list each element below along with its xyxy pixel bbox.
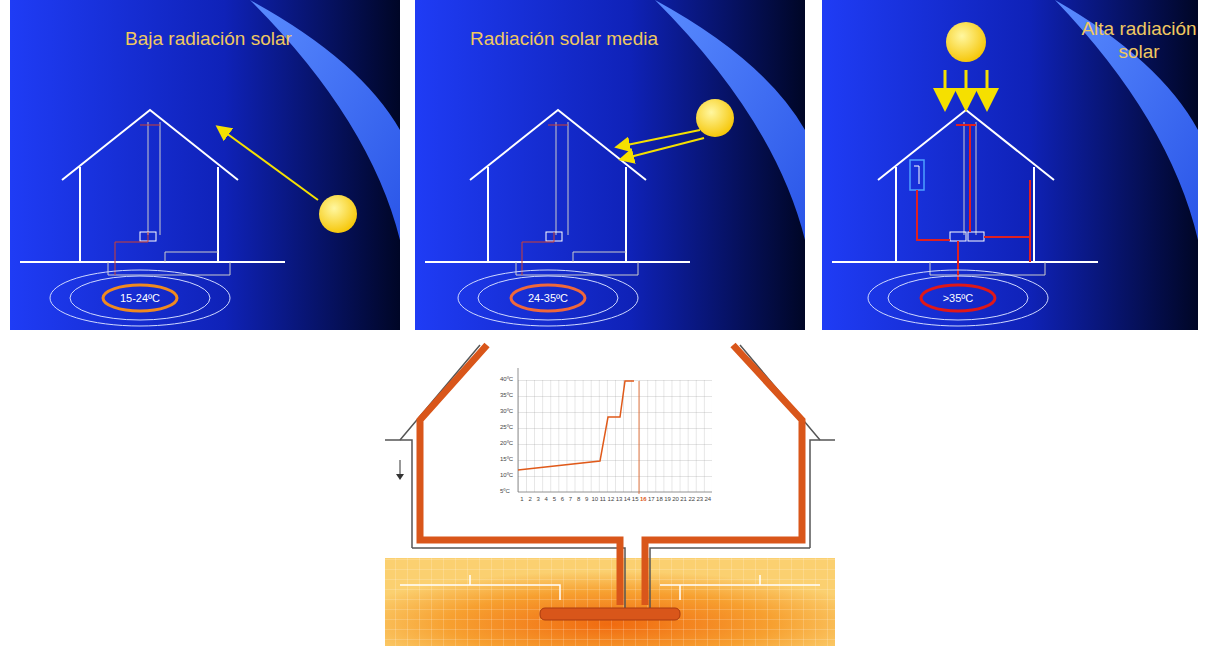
hour-number: 18 <box>656 496 663 503</box>
hour-number: 8 <box>577 496 580 503</box>
axis-value: 10ºC <box>500 472 513 479</box>
hour-number: 24 <box>705 496 712 503</box>
hour-number: 17 <box>648 496 655 503</box>
hour-number: 4 <box>545 496 548 503</box>
hour-number: 16 <box>640 496 647 503</box>
hour-number: 10 <box>591 496 598 503</box>
hour-number: 12 <box>608 496 615 503</box>
axis-value: 35ºC <box>500 392 513 399</box>
hour-number: 2 <box>528 496 531 503</box>
temperature-label: 24-35ºC <box>509 283 587 313</box>
hour-number: 5 <box>553 496 556 503</box>
axis-value: 20ºC <box>500 440 513 447</box>
axis-value: 15ºC <box>500 456 513 463</box>
hour-number: 20 <box>672 496 679 503</box>
hour-number: 3 <box>537 496 540 503</box>
hour-number: 11 <box>600 496 606 503</box>
hour-number: 21 <box>680 496 687 503</box>
axis-value: 5ºC <box>500 488 510 495</box>
axis-value: 30ºC <box>500 408 513 415</box>
hour-number: 19 <box>664 496 671 503</box>
hour-number: 13 <box>616 496 623 503</box>
temperature-ring: >35ºC <box>919 283 997 313</box>
hour-number: 7 <box>569 496 572 503</box>
hour-number: 22 <box>688 496 695 503</box>
panel-title: Radiación solar media <box>470 28 658 51</box>
axis-value: 40ºC <box>500 376 513 383</box>
temperature-ring: 15-24ºC <box>101 283 179 313</box>
temperature-ring: 24-35ºC <box>509 283 587 313</box>
hour-number: 15 <box>632 496 639 503</box>
hour-number: 6 <box>561 496 564 503</box>
hour-number: 23 <box>696 496 703 503</box>
hour-number: 14 <box>624 496 631 503</box>
axis-value: 25ºC <box>500 424 513 431</box>
temperature-label: >35ºC <box>919 283 997 313</box>
hour-number: 1 <box>520 496 523 503</box>
hour-number: 9 <box>585 496 588 503</box>
panel-title: Baja radiación solar <box>125 28 292 51</box>
temperature-label: 15-24ºC <box>101 283 179 313</box>
panel-title: Alta radiación solar <box>1080 18 1198 64</box>
